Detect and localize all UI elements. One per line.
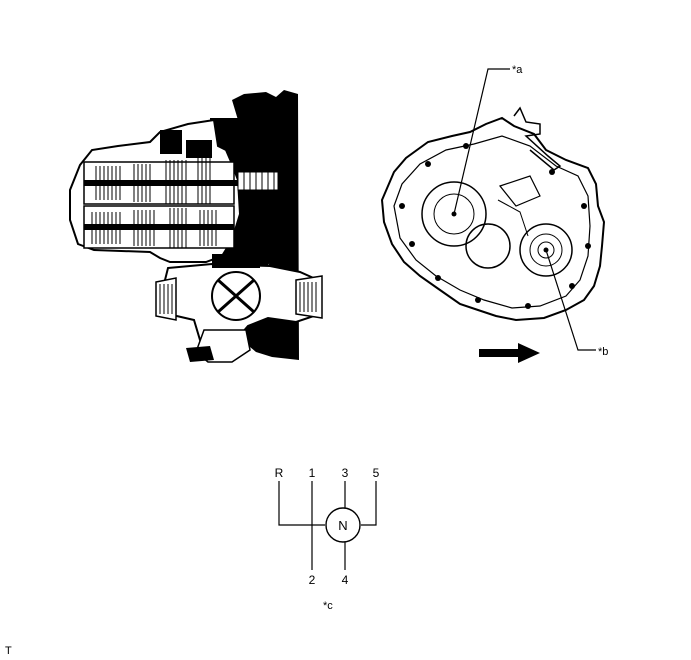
shift-pattern-diagram: R 1 3 5 2 4 N [275, 466, 380, 587]
gear-label-1: 1 [309, 466, 316, 480]
gear-label-3: 3 [342, 466, 349, 480]
gear-label-5: 5 [373, 466, 380, 480]
callout-b-label: *b [598, 346, 608, 358]
callout-b-leader [545, 249, 596, 351]
callout-c-label: *c [323, 600, 333, 612]
gear-label-4: 4 [342, 573, 349, 587]
direction-arrow-icon [479, 343, 540, 363]
gear-label-2: 2 [309, 573, 316, 587]
transaxle-case-illustration [380, 68, 606, 351]
neutral-label: N [338, 518, 347, 533]
callout-a-leader [453, 68, 510, 215]
corner-mark: T [5, 645, 12, 657]
neutral-circle [325, 507, 361, 543]
gear-label-r: R [275, 466, 284, 480]
transaxle-cutaway-illustration [69, 90, 323, 363]
callout-a-label: *a [512, 64, 523, 76]
